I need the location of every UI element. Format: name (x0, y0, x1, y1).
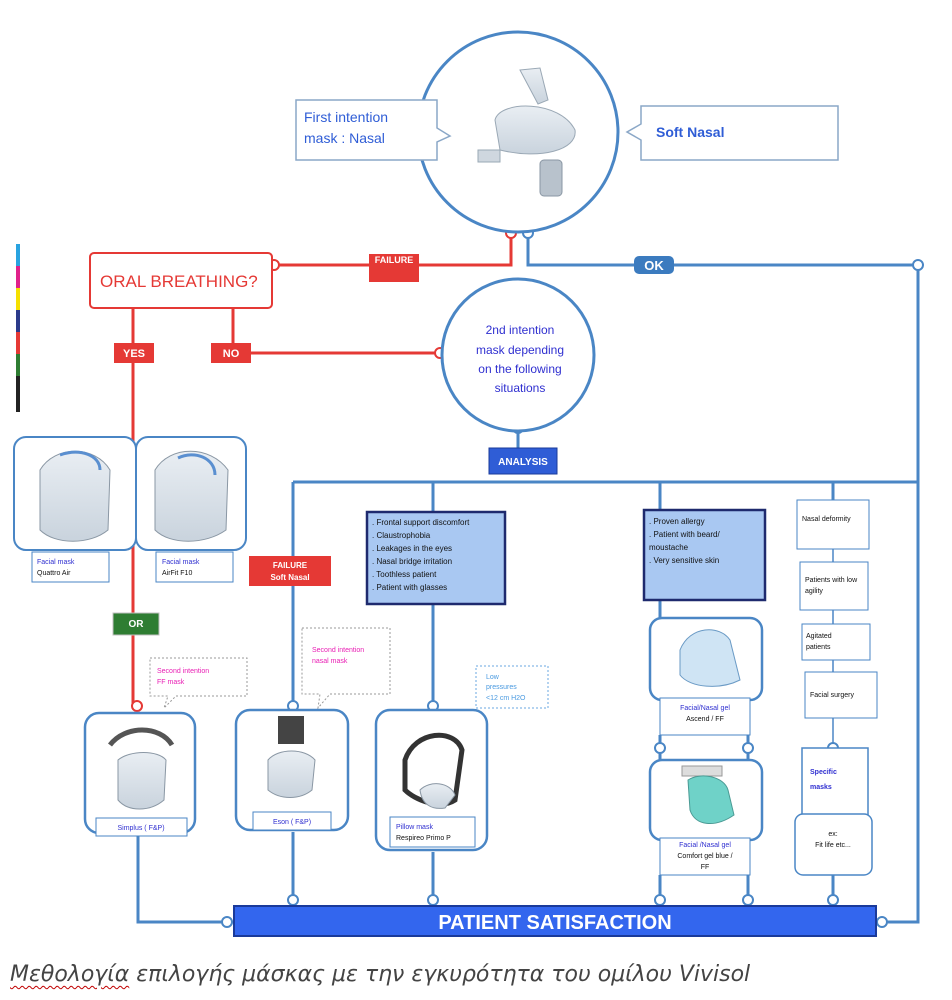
nasal-deformity-label: Nasal deformity (802, 516, 851, 523)
comfort-label-2: Comfort gel blue / (677, 853, 732, 860)
side-column: Nasal deformity Patients with low agilit… (794, 499, 878, 876)
airfit-label-2: AirFit F10 (162, 570, 192, 577)
patient-satisfaction-label: PATIENT SATISFACTION (438, 912, 671, 934)
failure-soft-line-2: Soft Nasal (270, 573, 309, 582)
figure-caption: Μεθολογία επιλογής μάσκας με την εγκυρότ… (10, 962, 750, 987)
airfit-card: Facial mask AirFit F10 (135, 436, 247, 583)
center-situation-4: . Nasal bridge irritation (372, 557, 452, 566)
or-label: OR (129, 619, 145, 630)
ff-note-line-1: Second intention (157, 668, 209, 675)
no-label: NO (223, 348, 240, 360)
fitlife-line-2: Fit life etc... (815, 842, 851, 849)
ascend-card: Facial/Nasal gel Ascend / FF (648, 616, 764, 736)
center-situation-6: . Patient with glasses (372, 583, 447, 592)
center-situation-1: . Frontal support discomfort (372, 518, 470, 527)
oral-breathing-question: ORAL BREATHING? (100, 272, 258, 291)
eson-card: Eson ( F&P) (234, 708, 350, 832)
right-situations-box: . Proven allergy . Patient with beard/ m… (642, 508, 767, 602)
soft-nasal-label: Soft Nasal (656, 124, 724, 140)
low-pressure-line-3: <12 cm H2O (486, 695, 526, 702)
oral-breathing-box: ORAL BREATHING? (89, 252, 273, 309)
or-badge: OR (112, 612, 160, 636)
center-situation-2: . Claustrophobia (372, 531, 431, 540)
quattro-air-card: Facial mask Quattro Air (13, 436, 137, 583)
low-pressure-note: Low pressures <12 cm H2O (475, 665, 549, 709)
low-agility-line-1: Patients with low (805, 577, 858, 584)
second-intention-line-3: on the following (478, 362, 561, 376)
quattro-label-2: Quattro Air (37, 570, 71, 577)
patient-satisfaction-bar: PATIENT SATISFACTION (233, 905, 877, 937)
second-intention-line-1: 2nd intention (486, 323, 555, 337)
mask-selection-flowchart: First intention mask : Nasal Soft Nasal … (13, 30, 924, 937)
ff-note-line-2: FF mask (157, 679, 185, 686)
first-intention-circle (416, 30, 620, 234)
color-strip (16, 244, 20, 412)
simplus-label: Simplus ( F&P) (117, 825, 164, 832)
ok-label: OK (644, 258, 664, 273)
airfit-label-1: Facial mask (162, 559, 200, 566)
center-situation-3: . Leakages in the eyes (372, 544, 452, 553)
soft-nasal-callout: Soft Nasal (625, 105, 839, 161)
fitlife-line-1: ex: (828, 831, 837, 838)
second-intention-line-4: situations (495, 381, 546, 395)
ascend-label-1: Facial/Nasal gel (680, 705, 730, 712)
comfort-card: Facial /Nasal gel Comfort gel blue / FF (648, 758, 764, 876)
caption-rest: επιλογής μάσκας με την εγκυρότητα του ομ… (129, 962, 751, 987)
right-situation-4: . Very sensitive skin (649, 556, 719, 565)
failure-label: FAILURE (375, 255, 414, 265)
right-situation-1: . Proven allergy (649, 517, 705, 526)
low-pressure-line-1: Low (486, 674, 500, 681)
second-intention-circle: 2nd intention mask depending on the foll… (440, 277, 596, 433)
nasal-note-line-2: nasal mask (312, 658, 348, 665)
first-intention-line-2: mask : Nasal (304, 130, 385, 146)
low-pressure-line-2: pressures (486, 684, 517, 691)
first-intention-callout: First intention mask : Nasal (295, 99, 452, 161)
specific-line-2: masks (810, 784, 832, 791)
failure-badge: FAILURE (369, 254, 419, 282)
failure-soft-nasal-badge: FAILURE Soft Nasal (249, 556, 331, 586)
facial-surgery-label: Facial surgery (810, 692, 854, 699)
caption-underlined-word: Μεθολογία (10, 962, 130, 987)
pillow-label-1: Pillow mask (396, 824, 433, 831)
ff-note-callout: Second intention FF mask (149, 657, 248, 709)
yes-badge: YES (114, 343, 154, 363)
center-situation-5: . Toothless patient (372, 570, 437, 579)
analysis-badge: ANALYSIS (488, 447, 558, 475)
pillow-label-2: Respireo Primo P (396, 835, 451, 842)
nasal-note-callout: Second intention nasal mask (301, 627, 391, 710)
pillow-card: Pillow mask Respireo Primo P (374, 708, 489, 852)
low-agility-line-2: agility (805, 588, 823, 595)
nasal-note-line-1: Second intention (312, 647, 364, 654)
right-situation-2: . Patient with beard/ (649, 530, 720, 539)
first-intention-line-1: First intention (304, 109, 388, 125)
right-situation-3: moustache (649, 543, 689, 552)
yes-label: YES (123, 348, 145, 360)
second-intention-line-2: mask depending (476, 343, 564, 357)
analysis-label: ANALYSIS (498, 457, 548, 468)
agitated-line-1: Agitated (806, 633, 832, 640)
nasal-mask-image (477, 67, 576, 197)
simplus-card: Simplus ( F&P) (83, 711, 197, 837)
no-badge: NO (211, 343, 251, 363)
eson-label: Eson ( F&P) (273, 819, 311, 826)
comfort-label-3: FF (701, 864, 710, 871)
center-situations-box: . Frontal support discomfort . Claustrop… (365, 510, 507, 606)
agitated-line-2: patients (806, 644, 831, 651)
failure-soft-line-1: FAILURE (273, 561, 308, 570)
specific-line-1: Specific (810, 769, 837, 776)
comfort-label-1: Facial /Nasal gel (679, 842, 731, 849)
ok-badge: OK (634, 256, 674, 274)
ascend-label-2: Ascend / FF (686, 716, 724, 723)
quattro-label-1: Facial mask (37, 559, 75, 566)
